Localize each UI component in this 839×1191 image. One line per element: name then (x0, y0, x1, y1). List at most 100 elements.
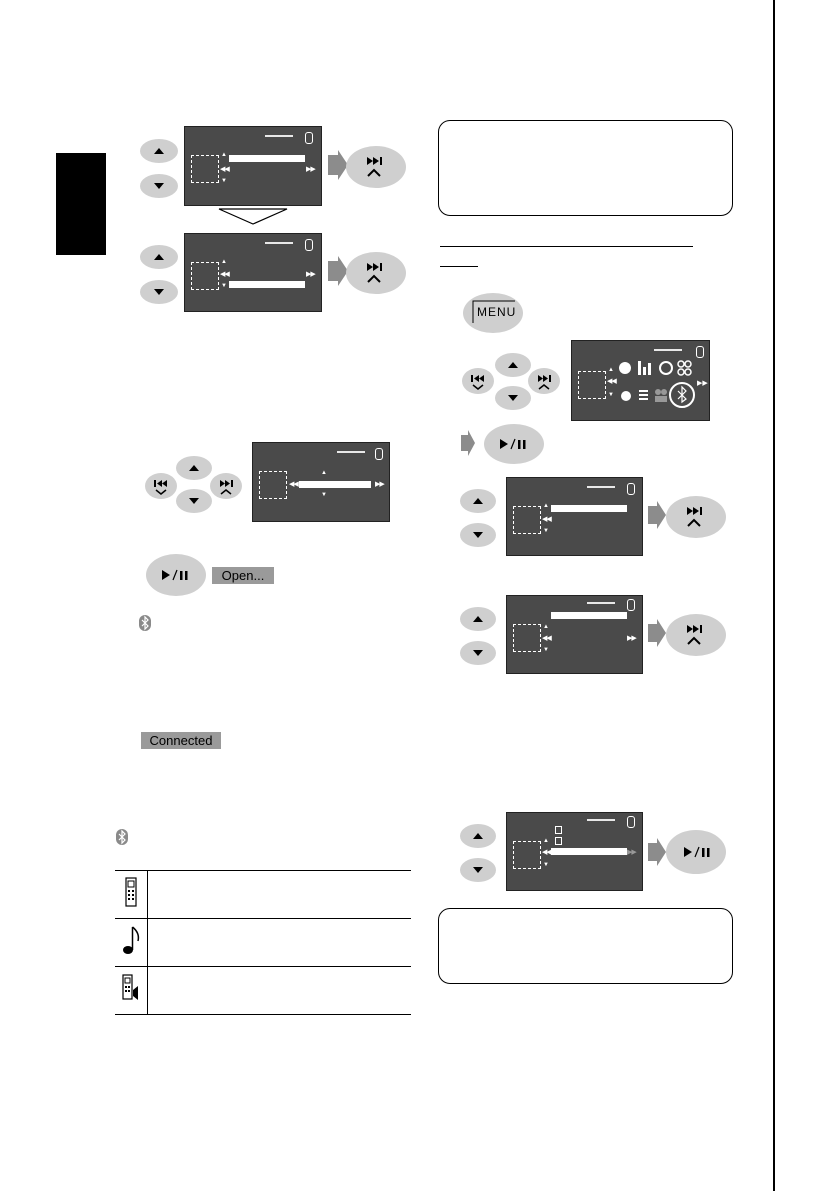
down-arrow-icon (189, 498, 199, 504)
down-button[interactable] (460, 858, 496, 882)
display-screen-2: ▲ ◀◀ ▶▶ ▼ (184, 233, 322, 312)
level-dashes (265, 135, 293, 137)
device-slot-icon (555, 837, 562, 845)
step-arrow (461, 430, 475, 461)
table-row (115, 870, 411, 919)
device-slot-icon (555, 826, 562, 834)
next-button[interactable] (210, 473, 242, 499)
up-indicator-icon: ▲ (543, 838, 549, 844)
down-indicator-icon: ▼ (321, 492, 327, 498)
heading-underline (440, 266, 478, 267)
selected-row (229, 155, 305, 162)
next-button[interactable] (346, 146, 406, 188)
table-row (115, 918, 411, 967)
up-button[interactable] (460, 489, 496, 513)
equalizer-icon (638, 361, 651, 375)
next-button[interactable] (666, 614, 726, 656)
down-button[interactable] (460, 641, 496, 665)
down-indicator-icon: ▼ (543, 647, 549, 653)
rewind-icon: ◀◀ (220, 166, 230, 173)
next-button[interactable] (666, 496, 726, 538)
play-pause-button[interactable] (484, 424, 544, 464)
selected-row (551, 505, 627, 512)
up-indicator-icon: ▲ (321, 470, 327, 476)
up-button[interactable] (460, 607, 496, 631)
level-dashes (587, 602, 615, 604)
up-button[interactable] (460, 824, 496, 848)
bluetooth-icon (305, 239, 313, 251)
next-button[interactable] (528, 368, 560, 394)
play-pause-button[interactable] (666, 830, 726, 874)
surround-icon (677, 360, 692, 376)
connected-label: Connected (141, 732, 221, 749)
step-arrow (328, 150, 348, 185)
down-arrow-icon (508, 395, 518, 401)
brightness-icon (619, 362, 631, 374)
menu-button[interactable]: MENU (463, 293, 523, 333)
bluetooth-icon (375, 448, 383, 460)
skip-prev-icon (154, 480, 167, 495)
down-arrow-icon (473, 867, 483, 873)
step-arrow (648, 619, 666, 652)
bluetooth-icon (677, 385, 687, 404)
down-button[interactable] (140, 280, 178, 304)
profile-icon-table (115, 870, 411, 1015)
up-button[interactable] (176, 456, 212, 480)
level-dashes (587, 486, 615, 488)
skip-next-icon (687, 507, 702, 527)
bluetooth-icon (696, 346, 704, 358)
table-row (115, 966, 411, 1015)
phone-audio-icon (115, 966, 148, 1015)
up-button[interactable] (495, 353, 531, 377)
bluetooth-icon (627, 483, 635, 495)
skip-next-icon (367, 263, 382, 283)
down-indicator-icon: ▼ (608, 392, 614, 398)
transition-down-arrow (218, 208, 288, 231)
level-dashes (265, 242, 293, 244)
rewind-icon: ◀◀ (289, 481, 299, 488)
skip-next-icon (687, 625, 702, 645)
prev-button[interactable] (145, 473, 177, 499)
down-indicator-icon: ▼ (543, 862, 549, 868)
down-button[interactable] (176, 489, 212, 513)
skip-prev-icon (471, 375, 484, 390)
input-field (299, 481, 371, 488)
play-pause-icon (684, 846, 710, 858)
up-arrow-icon (473, 833, 483, 839)
up-button[interactable] (140, 139, 178, 163)
next-button[interactable] (346, 252, 406, 294)
music-note-icon (115, 918, 148, 967)
down-button[interactable] (140, 174, 178, 198)
level-dashes (337, 451, 365, 453)
forward-icon: ▶▶ (627, 635, 637, 642)
menu-frame-icon (472, 300, 515, 323)
step-arrow (648, 838, 666, 871)
up-arrow-icon (508, 362, 518, 368)
rewind-icon: ◀◀ (542, 635, 552, 642)
control-dial-icon (578, 371, 606, 399)
skip-next-icon (367, 157, 382, 177)
note-box-bottom (438, 908, 733, 984)
down-button[interactable] (460, 523, 496, 547)
prev-button[interactable] (462, 368, 494, 394)
up-indicator-icon: ▲ (543, 624, 549, 630)
open-label: Open... (212, 567, 274, 584)
forward-icon: ▶▶ (306, 271, 316, 278)
up-indicator-icon: ▲ (543, 503, 549, 509)
display-screen-6: ▲ ◀◀ ▶▶ ▼ (506, 812, 643, 891)
up-arrow-icon (189, 465, 199, 471)
control-dial-icon (513, 841, 541, 869)
down-button[interactable] (495, 386, 531, 410)
row-text (147, 966, 411, 1015)
down-arrow-icon (473, 650, 483, 656)
list-icon (639, 390, 648, 400)
up-button[interactable] (140, 245, 178, 269)
down-indicator-icon: ▼ (221, 178, 227, 184)
note-box-top (438, 120, 733, 216)
level-dashes (587, 819, 615, 821)
forward-icon: ▶▶ (697, 379, 708, 387)
display-screen-5: ▲ ◀◀ ▶▶ ▼ (506, 595, 643, 674)
rewind-icon: ◀◀ (542, 516, 552, 523)
step-arrow (328, 256, 348, 291)
play-pause-button[interactable] (146, 554, 206, 596)
